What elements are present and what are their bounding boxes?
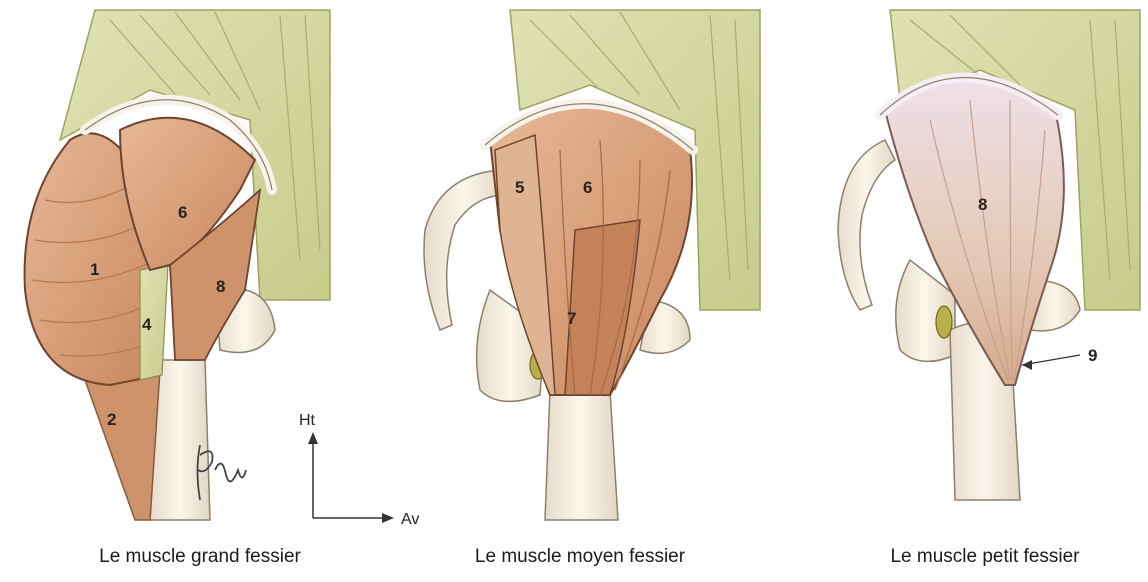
axis-forward-label: Av: [401, 511, 419, 528]
arrow-right-icon: [382, 513, 394, 523]
label-5: 5: [515, 178, 524, 197]
caption-grand-fessier: Le muscle grand fessier: [40, 546, 360, 568]
label-2: 2: [107, 410, 116, 429]
axis-up-label: Ht: [299, 412, 316, 429]
label-8: 8: [978, 195, 987, 214]
muscle-2-region: [85, 370, 160, 520]
label-9: 9: [1088, 346, 1097, 365]
label-4: 4: [142, 315, 152, 334]
label-6: 6: [178, 203, 187, 222]
label-7: 7: [567, 309, 576, 328]
label-1: 1: [90, 260, 99, 279]
caption-petit-fessier: Le muscle petit fessier: [825, 546, 1145, 568]
nerve-node: [936, 306, 952, 338]
label-8: 8: [216, 277, 225, 296]
panel-petit-fessier: 8 9: [838, 10, 1140, 500]
panel-moyen-fessier: 5 6 7: [424, 10, 760, 520]
femur-bone: [545, 390, 618, 520]
label-6: 6: [583, 178, 592, 197]
caption-moyen-fessier: Le muscle moyen fessier: [420, 546, 740, 568]
panel-grand-fessier: 1 2 4 6 8: [25, 10, 330, 520]
orientation-axes: Ht Av: [299, 412, 419, 528]
ischium-bone: [838, 140, 895, 310]
arrow-up-icon: [308, 432, 318, 444]
